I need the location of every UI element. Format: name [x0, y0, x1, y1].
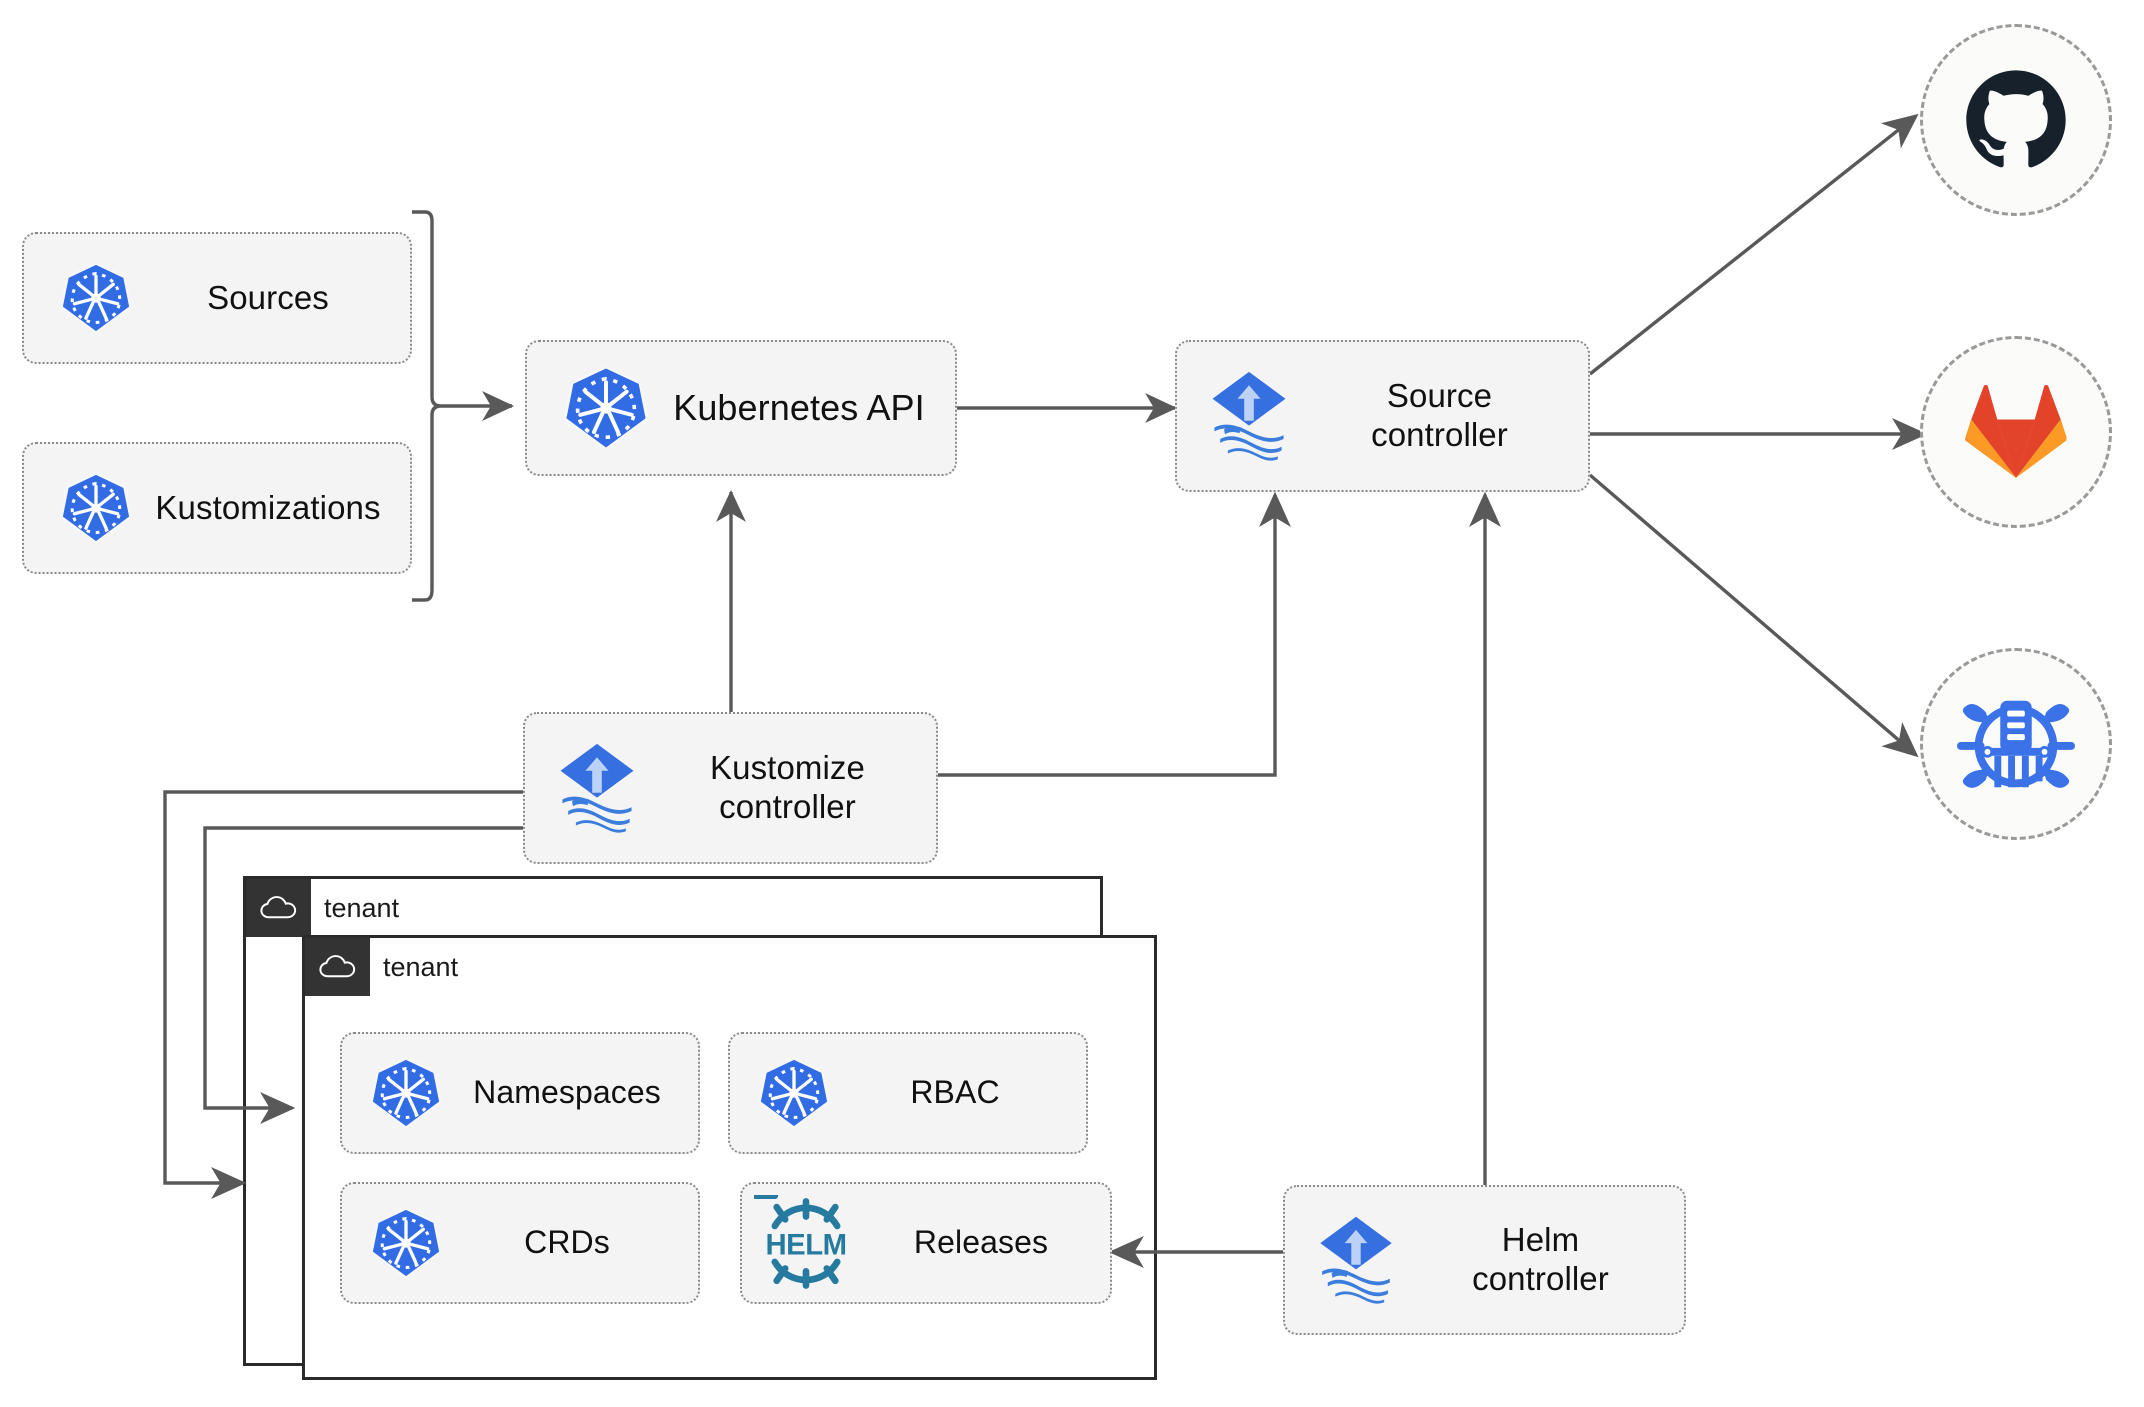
- tenant-label-outer: tenant: [324, 892, 400, 923]
- flux-icon: [549, 738, 645, 838]
- node-label: Source controller: [1297, 377, 1588, 455]
- svg-text:HELM: HELM: [765, 1228, 846, 1261]
- helm-repository-icon: [1957, 700, 2075, 788]
- node-sources[interactable]: Sources: [22, 232, 412, 364]
- node-label: Kustomize controller: [645, 749, 936, 827]
- label-line-1: Helm: [1501, 1221, 1580, 1259]
- flux-icon: [1201, 366, 1297, 466]
- kubernetes-icon: [60, 472, 132, 544]
- tenant-label-inner: tenant: [383, 951, 459, 982]
- node-rbac[interactable]: RBAC: [728, 1032, 1088, 1154]
- kubernetes-icon: [370, 1057, 442, 1129]
- kubernetes-icon: [758, 1057, 830, 1129]
- label-line-1: Source: [1386, 377, 1493, 415]
- node-label: Helm controller: [1403, 1221, 1684, 1299]
- node-releases[interactable]: HELM Releases: [740, 1182, 1112, 1304]
- node-source-controller[interactable]: Source controller: [1175, 340, 1590, 492]
- edge-kustomize-tenant-inner: [203, 826, 523, 1124]
- helm-icon: HELM: [754, 1195, 858, 1291]
- cloud-icon: [319, 955, 356, 978]
- label-line-1: Kustomize: [710, 749, 865, 787]
- provider-github[interactable]: [1920, 24, 2112, 216]
- kubernetes-icon: [370, 1207, 442, 1279]
- node-kustomizations[interactable]: Kustomizations: [22, 442, 412, 574]
- label-line-2: controller: [1472, 1260, 1609, 1297]
- node-label: RBAC: [910, 1074, 1000, 1111]
- edge-source-github: [1588, 113, 1919, 376]
- label-line-2: controller: [1371, 416, 1508, 453]
- node-namespaces[interactable]: Namespaces: [340, 1032, 700, 1154]
- label-line-2: controller: [719, 788, 856, 825]
- tenant-tab-inner: [305, 938, 370, 996]
- node-label: Kustomizations: [155, 488, 381, 526]
- node-label: Namespaces: [473, 1074, 661, 1111]
- node-label: Sources: [207, 278, 329, 316]
- tenant-tab-outer: [246, 879, 311, 937]
- node-crds[interactable]: CRDs: [340, 1182, 700, 1304]
- kubernetes-icon: [60, 262, 132, 334]
- cloud-icon: [260, 896, 297, 919]
- node-helm-controller[interactable]: Helm controller: [1283, 1185, 1686, 1335]
- node-kustomize-controller[interactable]: Kustomize controller: [523, 712, 938, 864]
- edge-kustomize-source: [938, 491, 1291, 777]
- edge-source-bucket: [1588, 473, 1919, 758]
- node-label: Releases: [913, 1224, 1049, 1261]
- provider-gitlab[interactable]: [1920, 336, 2112, 528]
- provider-bucket[interactable]: [1920, 648, 2112, 840]
- node-label: CRDs: [524, 1224, 610, 1261]
- node-label: Kubernetes API: [673, 386, 925, 428]
- github-icon: [1966, 70, 2066, 168]
- edge-kustomize-tenant-outer: [163, 790, 523, 1199]
- tenant-window-inner: tenant: [302, 935, 1157, 1380]
- group-bracket: [412, 210, 442, 602]
- kubernetes-icon: [563, 365, 649, 451]
- gitlab-icon: [1965, 384, 2067, 478]
- node-kubernetes-api[interactable]: Kubernetes API: [525, 340, 957, 476]
- flux-icon: [1309, 1211, 1403, 1309]
